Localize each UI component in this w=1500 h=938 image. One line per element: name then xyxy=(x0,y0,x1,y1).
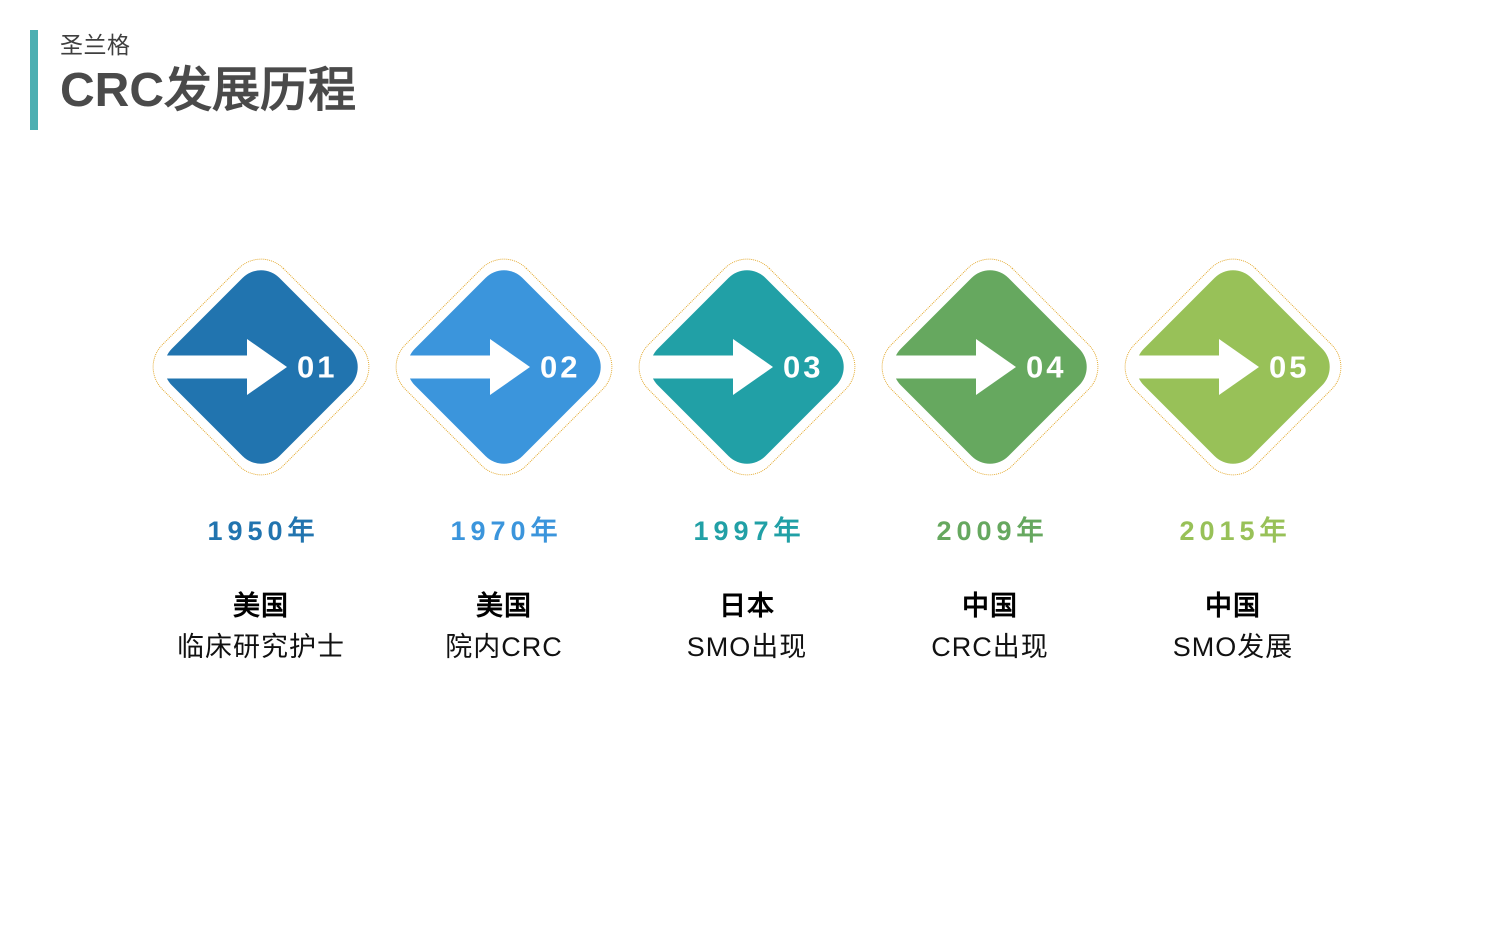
diamond-shape-1[interactable] xyxy=(153,259,369,475)
timeline-step-1[interactable]: 01 1950年 美国 临床研究护士 xyxy=(139,245,383,706)
step-country-2: 美国 xyxy=(476,591,532,621)
diamond-shape-3[interactable] xyxy=(639,259,855,475)
timeline-step-4[interactable]: 04 2009年 中国 CRC出现 xyxy=(868,245,1112,706)
step-country-5: 中国 xyxy=(1205,591,1261,621)
header-accent-bar xyxy=(30,30,38,130)
diamond-shape-5[interactable] xyxy=(1125,259,1341,475)
step-country-3: 日本 xyxy=(719,591,775,621)
diamond-shape-4[interactable] xyxy=(882,259,1098,475)
step-year-4: 2009年 xyxy=(936,516,1049,546)
header-subtitle: 圣兰格 xyxy=(60,32,131,58)
diamond-shape-2[interactable] xyxy=(396,259,612,475)
step-year-1: 1950年 xyxy=(207,516,320,546)
slide-header: 圣兰格 CRC发展历程 xyxy=(30,30,356,130)
timeline-step-5[interactable]: 05 2015年 中国 SMO发展 xyxy=(1111,245,1355,706)
step-year-2: 1970年 xyxy=(450,516,563,546)
page-title: CRC发展历程 xyxy=(60,64,356,117)
step-detail-1: 临床研究护士 xyxy=(177,632,345,662)
step-detail-4: CRC出现 xyxy=(931,632,1049,662)
step-detail-3: SMO出现 xyxy=(686,632,808,662)
step-country-4: 中国 xyxy=(962,591,1018,621)
step-year-3: 1997年 xyxy=(693,516,806,546)
timeline-step-3[interactable]: 03 1997年 日本 SMO出现 xyxy=(625,245,869,706)
timeline: 01 1950年 美国 临床研究护士 02 1970年 美国 院内CRC xyxy=(139,245,1360,706)
step-year-5: 2015年 xyxy=(1179,516,1292,546)
step-detail-2: 院内CRC xyxy=(445,632,563,662)
step-detail-5: SMO发展 xyxy=(1172,632,1294,662)
header-text-group: 圣兰格 CRC发展历程 xyxy=(38,30,356,130)
step-country-1: 美国 xyxy=(233,591,289,621)
timeline-step-2[interactable]: 02 1970年 美国 院内CRC xyxy=(382,245,626,706)
